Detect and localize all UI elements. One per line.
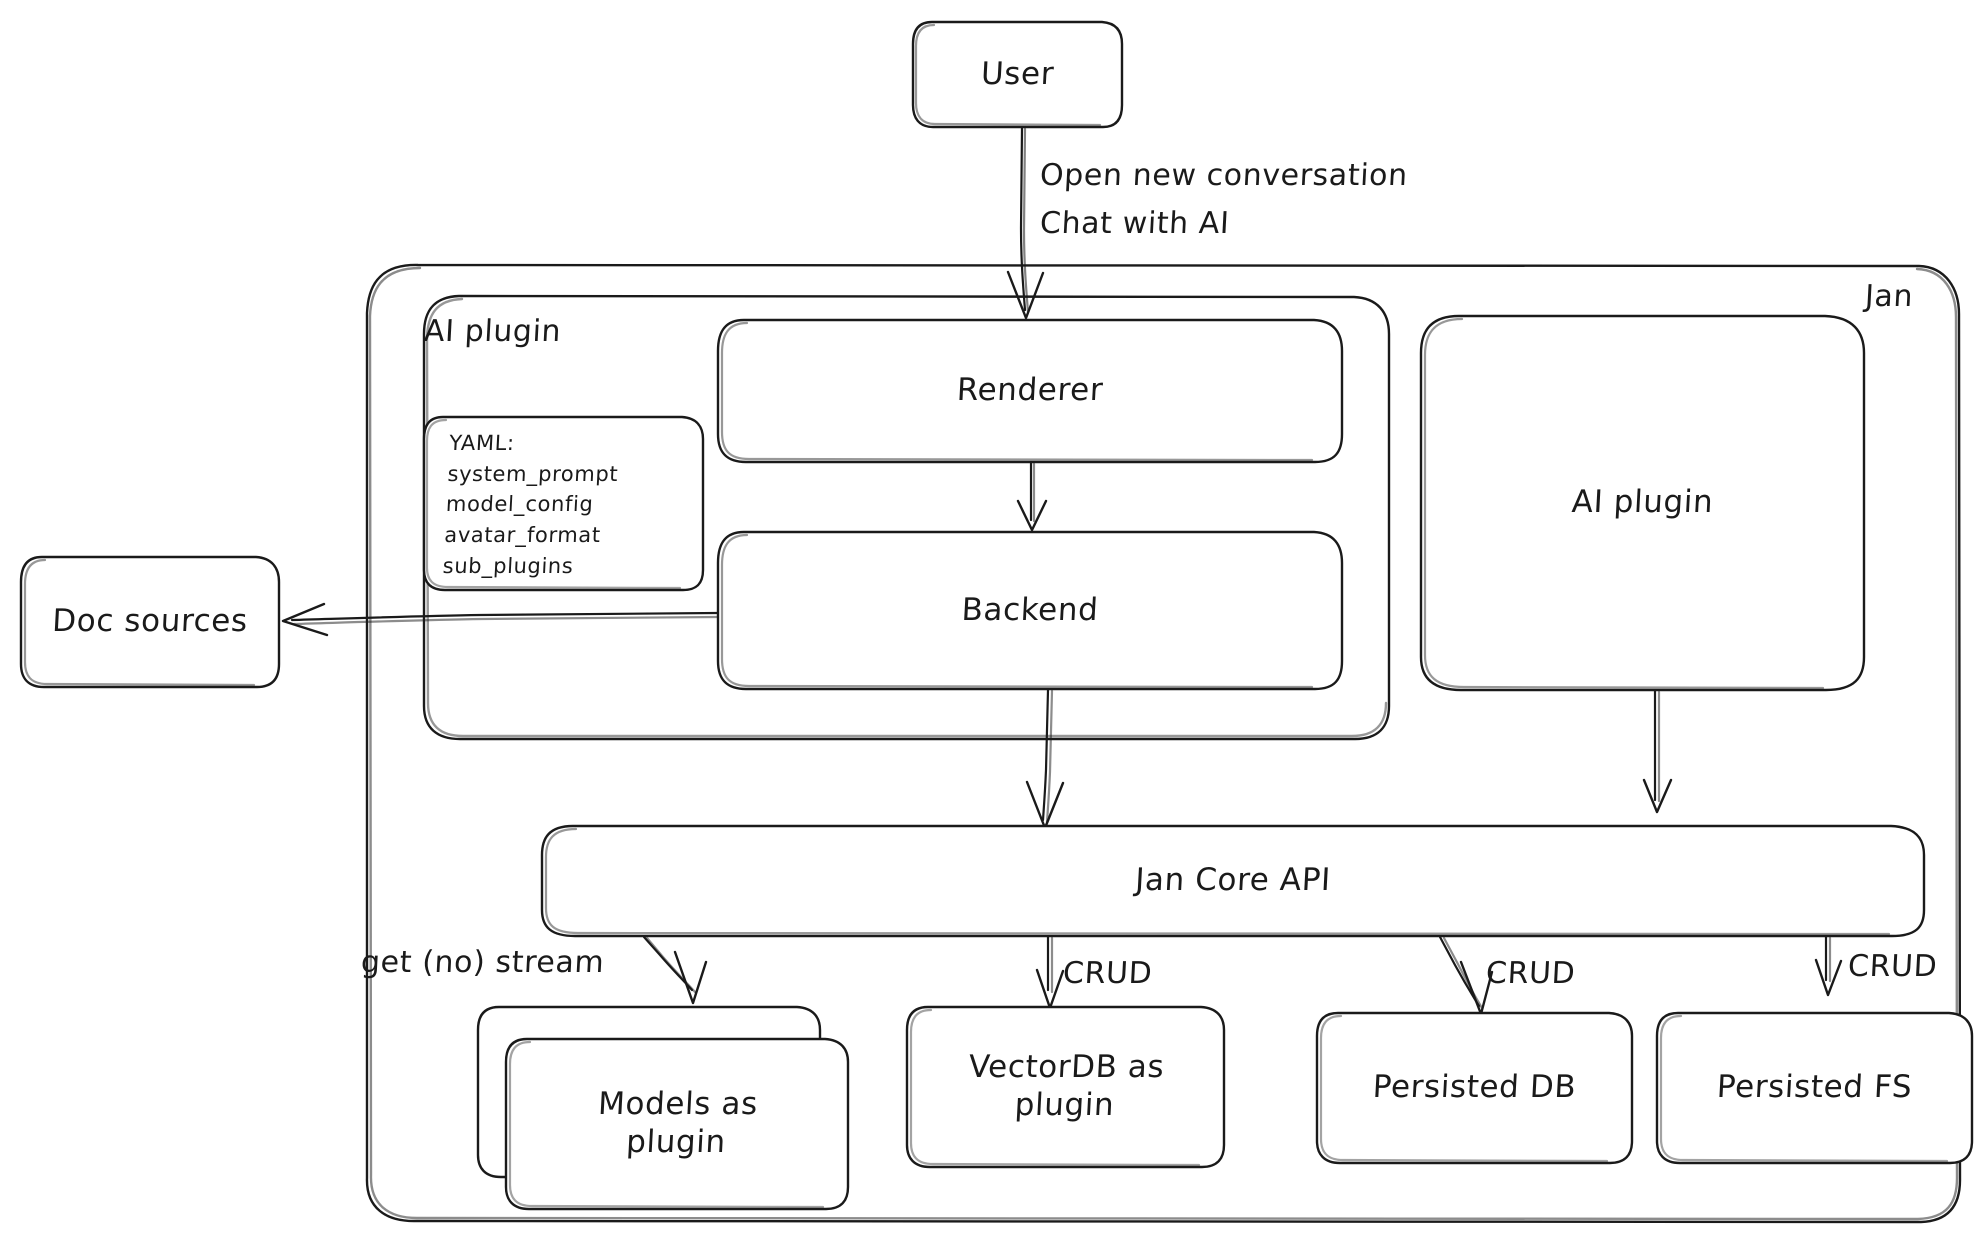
edge-core-to-persisted-db-arrowhead <box>1459 960 1494 1016</box>
edge-ai-plugin-to-jan-core-api-arrowhead <box>1642 778 1673 814</box>
edge-backend-to-doc-sources-sketch2 <box>292 615 719 626</box>
container-jan-outline <box>365 263 1962 1224</box>
node-jan-core-api-shape-sketch2 <box>544 827 1891 936</box>
node-ai-plugin-shape-sketch2 <box>1423 317 1825 690</box>
edge-backend-to-doc-sources <box>290 611 719 622</box>
edge-core-to-persisted-fs-arrowhead <box>1814 958 1843 997</box>
node-models-as-plugin-shape-sketch2 <box>508 1040 825 1209</box>
node-vectordb-as-plugin-shape[interactable] <box>905 1005 1226 1169</box>
node-renderer-shape[interactable] <box>716 318 1344 464</box>
edge-backend-to-doc-sources-arrowhead <box>281 602 329 637</box>
node-jan-core-api-shape[interactable] <box>540 824 1926 938</box>
node-user-shape[interactable] <box>911 20 1124 129</box>
node-persisted-db-shape-sketch2 <box>1319 1014 1609 1163</box>
node-persisted-fs-shape-sketch2 <box>1659 1014 1949 1163</box>
node-yaml-shape-sketch2 <box>425 418 682 590</box>
container-ai-plugin-group-outline <box>422 294 1391 741</box>
container-ai-plugin-group-outline-sketch2 <box>425 297 1388 738</box>
edge-user-to-renderer-sketch2 <box>1022 127 1030 314</box>
edge-user-to-renderer <box>1019 126 1027 312</box>
node-backend-shape-sketch2 <box>720 533 1314 689</box>
node-doc-sources-shape[interactable] <box>19 555 281 689</box>
edge-backend-to-jan-core-api <box>1041 688 1050 822</box>
node-vectordb-as-plugin-shape-sketch2 <box>909 1008 1201 1167</box>
node-backend-shape[interactable] <box>716 530 1344 691</box>
node-doc-sources-shape-sketch2 <box>23 558 256 687</box>
node-yaml-shape[interactable] <box>422 415 705 592</box>
node-persisted-fs-shape[interactable] <box>1655 1011 1974 1165</box>
edge-core-to-models-sketch2 <box>645 936 697 994</box>
edge-renderer-to-backend-arrowhead <box>1016 499 1048 532</box>
node-renderer-shape-sketch2 <box>720 321 1314 462</box>
node-models-as-plugin-shape[interactable] <box>504 1037 850 1211</box>
edge-user-to-renderer-arrowhead <box>1006 270 1045 320</box>
node-user-shape-sketch2 <box>914 23 1102 127</box>
container-jan-outline-sketch2 <box>368 266 1959 1221</box>
edge-core-to-persisted-db-sketch2 <box>1442 936 1484 1010</box>
edge-core-to-models-arrowhead <box>673 950 708 1005</box>
node-ai-plugin-shape[interactable] <box>1419 314 1866 692</box>
node-persisted-db-shape[interactable] <box>1315 1011 1634 1165</box>
edge-backend-to-jan-core-api-sketch2 <box>1045 689 1054 824</box>
edge-core-to-vectordb-arrowhead <box>1035 968 1065 1010</box>
